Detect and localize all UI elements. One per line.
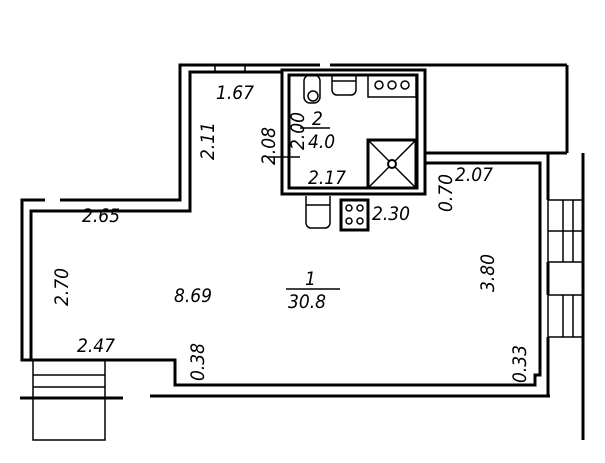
dim-0-70: 0.70 <box>435 174 457 212</box>
sink-icon <box>331 75 357 96</box>
dim-3-80: 3.80 <box>477 254 499 292</box>
toilet-icon <box>303 74 321 104</box>
kitchen-sink-icon <box>305 196 331 229</box>
dim-2-11: 2.11 <box>197 122 219 160</box>
room-2-area: 4.0 <box>308 131 335 153</box>
shower-tray-icon <box>366 138 418 190</box>
labels: 2 4.0 1 30.8 1.67 2.11 2.08 2.00 2.17 2.… <box>51 82 531 383</box>
dim-2-17: 2.17 <box>308 167 346 189</box>
dim-2-30: 2.30 <box>372 203 410 225</box>
room-1-area: 30.8 <box>288 291 326 313</box>
hob-icon <box>339 198 370 232</box>
room-1-number: 1 <box>305 268 316 290</box>
windows <box>32 65 584 441</box>
dim-2-08: 2.08 <box>258 127 280 165</box>
room-2-number: 2 <box>312 108 323 130</box>
dim-2-70: 2.70 <box>51 268 73 306</box>
stove-top-icon <box>367 74 417 98</box>
dim-2-65: 2.65 <box>82 205 120 227</box>
dim-0-38: 0.38 <box>187 343 209 381</box>
dim-0-33: 0.33 <box>509 345 531 383</box>
dim-2-00: 2.00 <box>287 112 309 150</box>
dim-2-47: 2.47 <box>77 335 115 357</box>
dim-1-67: 1.67 <box>216 82 254 104</box>
dim-2-07: 2.07 <box>455 164 493 186</box>
dim-8-69: 8.69 <box>174 285 212 307</box>
fixtures <box>268 74 418 290</box>
